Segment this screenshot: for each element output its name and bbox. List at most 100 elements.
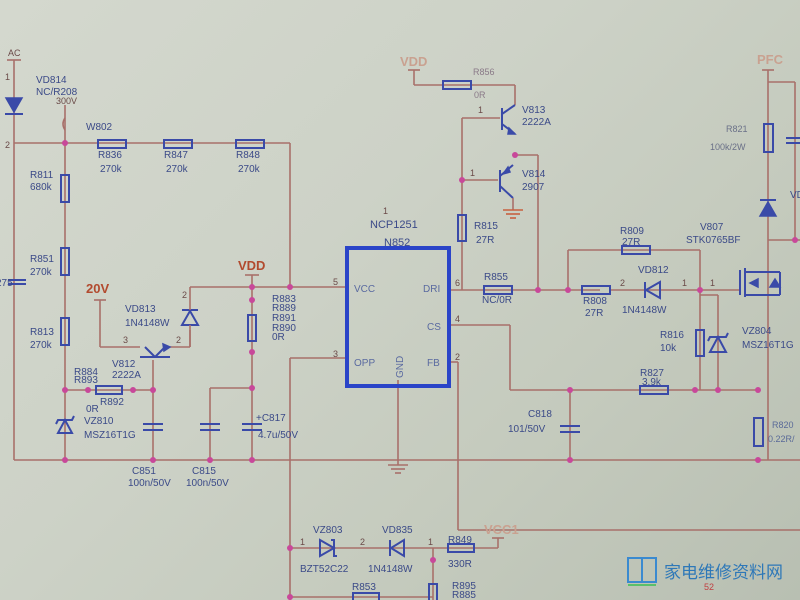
r808-value: 27R [585,308,603,319]
svg-text:1: 1 [710,278,715,288]
c818-value: 101/50V [508,424,546,435]
r820-value: 0.22R/ [768,434,795,444]
vd835-value: 1N4148W [368,564,413,575]
r821-value: 100k/2W [710,142,746,152]
vz803-ref: VZ803 [313,525,343,536]
r821-ref: R821 [726,124,748,134]
svg-text:3: 3 [333,349,338,359]
r813-value: 270k [30,340,53,351]
svg-text:4: 4 [455,314,460,324]
v814-value: 2907 [522,182,545,193]
vz804-value: MSZ16T1G [742,340,794,351]
svg-text:2: 2 [455,352,460,362]
svg-text:2: 2 [5,140,10,150]
zener-vz804 [707,332,729,353]
resistor-r856 [442,80,472,90]
svg-text:3: 3 [123,335,128,345]
ic-part-number: NCP1251 [370,219,418,231]
transistor-v812 [140,342,172,358]
r809-value: 27R [622,237,640,248]
vz810-value: MSZ16T1G [84,430,136,441]
r813-ref: R813 [30,327,54,338]
capacitor-pfc [786,137,800,144]
net-vcc1: VCC1 [484,522,519,537]
resistor-r820 [753,417,764,447]
capacitor-left [8,279,26,285]
r855-ref: R855 [484,272,508,283]
r815-ref: R815 [474,221,498,232]
v813-value: 2222A [522,117,551,128]
r885-ref: R885 [452,590,476,600]
v813-ref: V813 [522,105,546,116]
svg-text:1: 1 [478,105,483,115]
mosfet-v807 [739,268,782,297]
r820-ref: R820 [772,420,794,430]
ic-pin-opp: OPP [354,358,375,369]
ic-pin-gnd: GND [395,356,406,378]
cap-left-ref: 275 [0,278,13,289]
r836-ref: R836 [98,150,122,161]
r856-ref: R856 [473,67,495,77]
svg-text:1: 1 [5,72,10,82]
r848-value: 270k [238,164,261,175]
diode-pfc [758,199,778,217]
r851-ref: R851 [30,254,54,265]
svg-text:1: 1 [428,537,433,547]
svg-text:1: 1 [383,206,388,216]
v807-value: STK0765BF [686,235,740,246]
c817-value: 4.7u/50V [258,430,298,441]
r853-ref: R853 [352,582,376,593]
capacitor-c851 [143,423,163,431]
zener-vz803 [319,538,337,558]
resistor-r809 [621,245,651,255]
svg-text:1: 1 [682,278,687,288]
r816-value: 10k [660,343,677,354]
r890-value: 0R [272,332,285,343]
vd812-ref: VD812 [638,265,669,276]
ic-ref: N852 [384,237,410,249]
diode-vd813 [180,300,200,347]
resistor-r851 [60,247,70,276]
ic-pin-dri: DRI [423,284,440,295]
watermark-logo [627,557,657,586]
resistor-r816 [695,329,705,357]
vz810-ref: VZ810 [84,416,114,427]
resistor-r836 [97,139,127,149]
v807-ref: V807 [700,222,724,233]
c817-ref: +C817 [256,413,286,424]
ic-ncp1251 [345,246,451,388]
resistor-r821 [763,123,774,153]
r892-ref: R892 [100,397,124,408]
ic-pin-cs: CS [427,322,441,333]
svg-text:1: 1 [470,168,475,178]
r848-ref: R848 [236,150,260,161]
r808-ref: R808 [583,296,607,307]
net-ac: AC [8,48,21,58]
r892-value: 0R [86,404,99,415]
r889-ref: R889 [272,303,296,314]
c851-ref: C851 [132,466,156,477]
net-300v: 300V [56,96,77,106]
r847-ref: R847 [164,150,188,161]
c818-ref: C818 [528,409,552,420]
v812-ref: V812 [112,359,136,370]
capacitor-c817 [242,423,262,431]
net-vdd-top: VDD [400,54,427,69]
diode-vd812 [643,280,661,300]
w802-ref: W802 [86,122,113,133]
vz803-value: BZT52C22 [300,564,349,575]
transistor-v814 [499,164,514,199]
resistor-r892 [95,385,123,395]
r849-ref: R849 [448,535,472,546]
jumper-w802-icon [62,117,66,131]
resistor-r847 [163,139,193,149]
capacitor-c818 [560,425,580,433]
r893-ref: R893 [74,375,98,386]
resistor-r811 [60,174,70,203]
r849-value: 330R [448,559,472,570]
r890-ref: R890 [272,323,296,334]
net-vdd-mid: VDD [238,258,265,273]
net-20v: 20V [86,281,109,296]
c851-value: 100n/50V [128,478,171,489]
diode-vd835 [389,538,405,558]
